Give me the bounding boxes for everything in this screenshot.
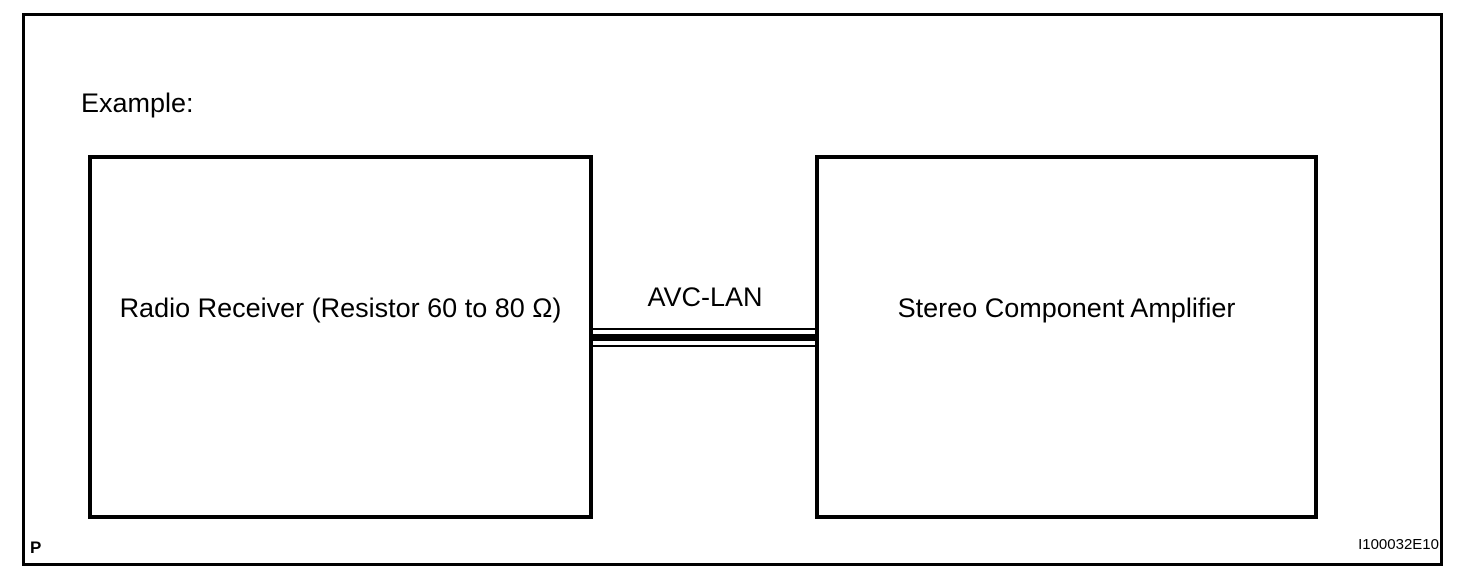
example-label: Example:: [81, 88, 194, 118]
avc-lan-bus-line-top: [593, 328, 817, 330]
figure-code: I100032E10: [1358, 536, 1439, 553]
amplifier-label: Stereo Component Amplifier: [897, 293, 1236, 323]
radio-receiver-label: Radio Receiver (Resistor 60 to 80 Ω): [119, 293, 562, 323]
avc-lan-label: AVC-LAN: [647, 282, 763, 312]
radio-receiver-box: [88, 155, 593, 519]
avc-lan-bus-line-bottom: [593, 345, 817, 347]
amplifier-box: [815, 155, 1318, 519]
page-marker: P: [30, 538, 42, 557]
avc-lan-bus-line-middle: [593, 334, 817, 341]
